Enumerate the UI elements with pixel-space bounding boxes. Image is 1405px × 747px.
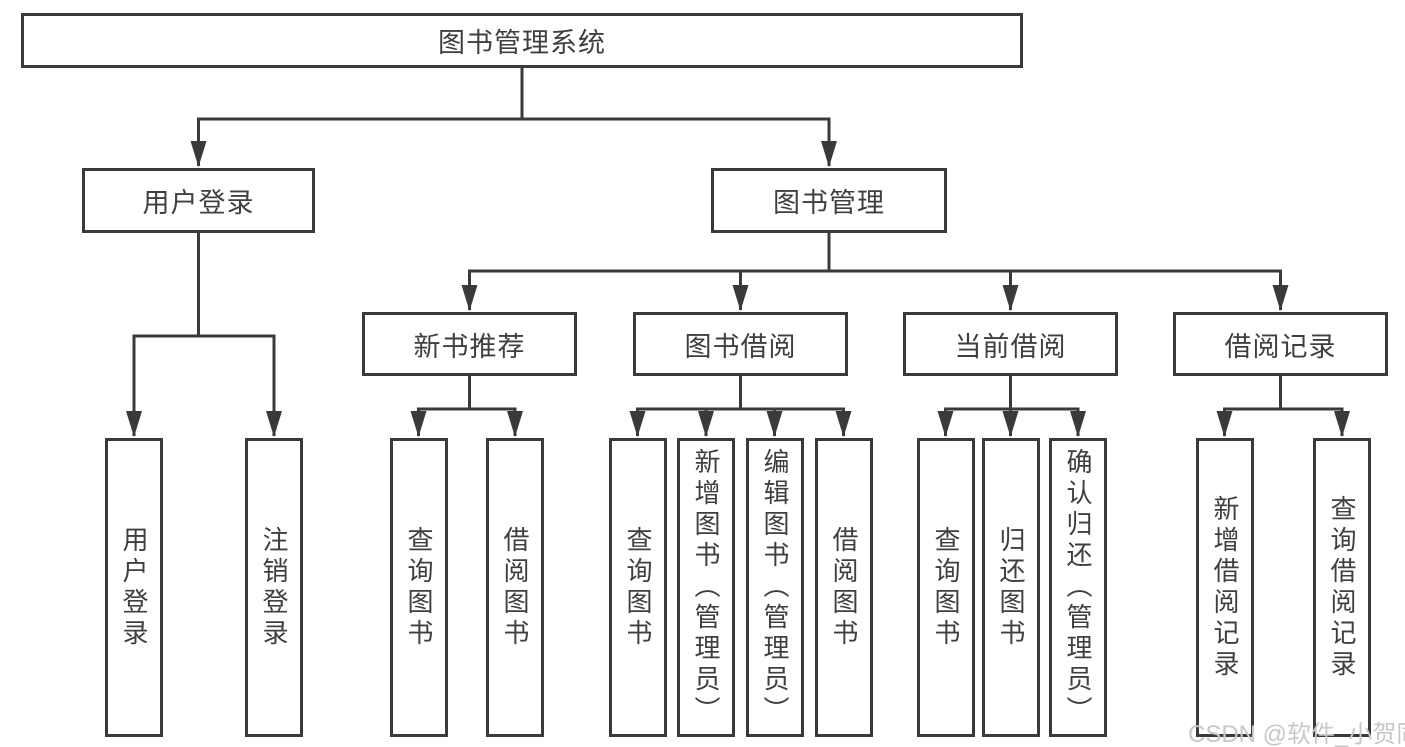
leaf-confirm-return-admin: 确认归还（管理员） xyxy=(1049,438,1107,737)
leaf-query-borrow-record-label: 查询借阅记录 xyxy=(1327,494,1357,681)
leaf-query-books-1-label: 查询图书 xyxy=(404,525,434,650)
csdn-watermark: CSDN @软件_小贺同学 xyxy=(1188,721,1405,747)
node-borrow-records: 借阅记录 xyxy=(1173,312,1388,376)
node-user-login: 用户登录 xyxy=(82,168,315,233)
leaf-borrow-books-2: 借阅图书 xyxy=(815,438,873,737)
node-book-management: 图书管理 xyxy=(711,168,947,233)
leaf-borrow-books-1: 借阅图书 xyxy=(486,438,544,737)
leaf-logout-label: 注销登录 xyxy=(259,525,289,650)
node-book-borrowing-label: 图书借阅 xyxy=(684,331,797,362)
leaf-add-borrow-record: 新增借阅记录 xyxy=(1196,438,1254,737)
leaf-query-books-2: 查询图书 xyxy=(609,438,667,737)
leaf-return-books: 归还图书 xyxy=(982,438,1040,737)
leaf-edit-books-admin-label: 编辑图书（管理员） xyxy=(760,448,790,727)
leaf-add-books-admin: 新增图书（管理员） xyxy=(677,438,735,737)
leaf-return-books-label: 归还图书 xyxy=(996,525,1026,650)
leaf-add-borrow-record-label: 新增借阅记录 xyxy=(1210,494,1240,681)
leaf-borrow-books-2-label: 借阅图书 xyxy=(829,525,859,650)
node-new-book-recommend-label: 新书推荐 xyxy=(413,331,526,362)
leaf-query-books-1: 查询图书 xyxy=(390,438,448,737)
node-root: 图书管理系统 xyxy=(21,13,1023,68)
node-root-label: 图书管理系统 xyxy=(438,28,606,58)
node-user-login-label: 用户登录 xyxy=(142,188,255,218)
node-current-borrowing-label: 当前借阅 xyxy=(954,331,1067,362)
node-book-borrowing: 图书借阅 xyxy=(633,312,848,376)
leaf-user-login-label: 用户登录 xyxy=(119,525,149,650)
leaf-edit-books-admin: 编辑图书（管理员） xyxy=(746,438,804,737)
leaf-query-borrow-record: 查询借阅记录 xyxy=(1313,438,1371,737)
leaf-confirm-return-admin-label: 确认归还（管理员） xyxy=(1063,448,1093,727)
node-current-borrowing: 当前借阅 xyxy=(903,312,1118,376)
node-borrow-records-label: 借阅记录 xyxy=(1224,331,1337,362)
leaf-add-books-admin-label: 新增图书（管理员） xyxy=(691,448,721,727)
leaf-user-login: 用户登录 xyxy=(105,438,163,737)
leaf-borrow-books-1-label: 借阅图书 xyxy=(500,525,530,650)
leaf-query-books-3-label: 查询图书 xyxy=(931,525,961,650)
node-book-management-label: 图书管理 xyxy=(773,188,885,218)
leaf-query-books-3: 查询图书 xyxy=(917,438,975,737)
node-new-book-recommend: 新书推荐 xyxy=(362,312,577,376)
leaf-logout: 注销登录 xyxy=(245,438,303,737)
leaf-query-books-2-label: 查询图书 xyxy=(623,525,653,650)
